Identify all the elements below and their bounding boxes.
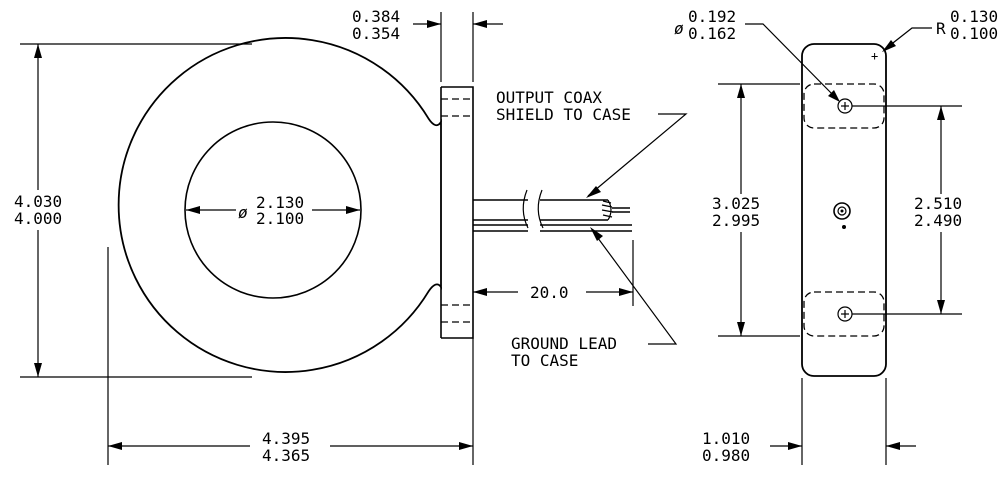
dim-side-width-upper: 1.010 (702, 429, 750, 448)
hidden-pocket-bottom (803, 291, 885, 337)
dim-hole-spacing-lower: 2.490 (914, 211, 962, 230)
dim-corner-radius-upper: 0.130 (950, 7, 998, 26)
note-output-coax-line1: OUTPUT COAX (496, 88, 602, 107)
dim-inner-diameter-symbol: ø (238, 203, 248, 222)
dim-overall-width-upper: 4.395 (262, 429, 310, 448)
coax-shield-braid (601, 199, 614, 221)
note-output-coax-line2: SHIELD TO CASE (496, 105, 631, 124)
dim-outer-height-upper: 4.030 (14, 192, 62, 211)
note-ground-lead-line2: TO CASE (511, 351, 578, 370)
note-ground-lead-line1: GROUND LEAD (511, 334, 617, 353)
connector-icon (833, 202, 851, 229)
corner-mark: + (871, 49, 878, 63)
dim-side-width-lower: 0.980 (702, 446, 750, 465)
dim-hole-spacing-upper: 2.510 (914, 194, 962, 213)
dim-hole-diameter-lower: 0.162 (688, 24, 736, 43)
dim-lead-length-value: 20.0 (530, 283, 569, 302)
dim-outer-spacing: 3.025 2.995 (712, 83, 800, 337)
dim-inner-diameter: ø 2.130 2.100 (186, 193, 360, 228)
dim-side-width: 1.010 0.980 (702, 378, 916, 465)
side-body (801, 43, 887, 377)
dim-hole-diameter-upper: 0.192 (688, 7, 736, 26)
dim-corner-radius-lower: 0.100 (950, 24, 998, 43)
dim-inner-diameter-lower: 2.100 (256, 209, 304, 228)
dim-slot-width: 0.384 0.354 (352, 7, 503, 82)
dim-outer-spacing-upper: 3.025 (712, 194, 760, 213)
front-view: 4.030 4.000 ø 2.130 2.100 4.395 4.365 (14, 7, 688, 465)
dim-outer-height-lower: 4.000 (14, 209, 62, 228)
coax-cable (473, 189, 630, 229)
mounting-block (441, 86, 474, 339)
dim-outer-height: 4.030 4.000 (14, 43, 252, 378)
dim-overall-width: 4.395 4.365 (107, 247, 474, 465)
ground-lead (473, 224, 632, 232)
inner-hole (184, 121, 362, 299)
dim-hole-diameter-symbol: ø (674, 19, 684, 38)
c-ring-body (117, 37, 442, 373)
dim-hole-spacing: 2.510 2.490 (852, 105, 962, 315)
dim-hole-diameter: ø 0.192 0.162 (674, 7, 840, 102)
dim-corner-radius-symbol: R (936, 19, 946, 38)
hidden-pocket-top (803, 83, 885, 129)
dim-overall-width-lower: 4.365 (262, 446, 310, 465)
note-ground-lead: GROUND LEAD TO CASE (511, 227, 678, 370)
dim-lead-length: 20.0 (473, 240, 634, 306)
dim-slot-width-lower: 0.354 (352, 24, 400, 43)
dim-corner-radius: R 0.130 0.100 (882, 7, 998, 52)
dim-outer-spacing-lower: 2.995 (712, 211, 760, 230)
mounting-hole-top (837, 98, 853, 114)
dim-inner-diameter-upper: 2.130 (256, 193, 304, 212)
side-view: + ø 0.192 0.162 R 0.130 0.100 3.025 2.9 (674, 7, 998, 465)
note-output-coax: OUTPUT COAX SHIELD TO CASE (496, 88, 688, 198)
dim-slot-width-upper: 0.384 (352, 7, 400, 26)
